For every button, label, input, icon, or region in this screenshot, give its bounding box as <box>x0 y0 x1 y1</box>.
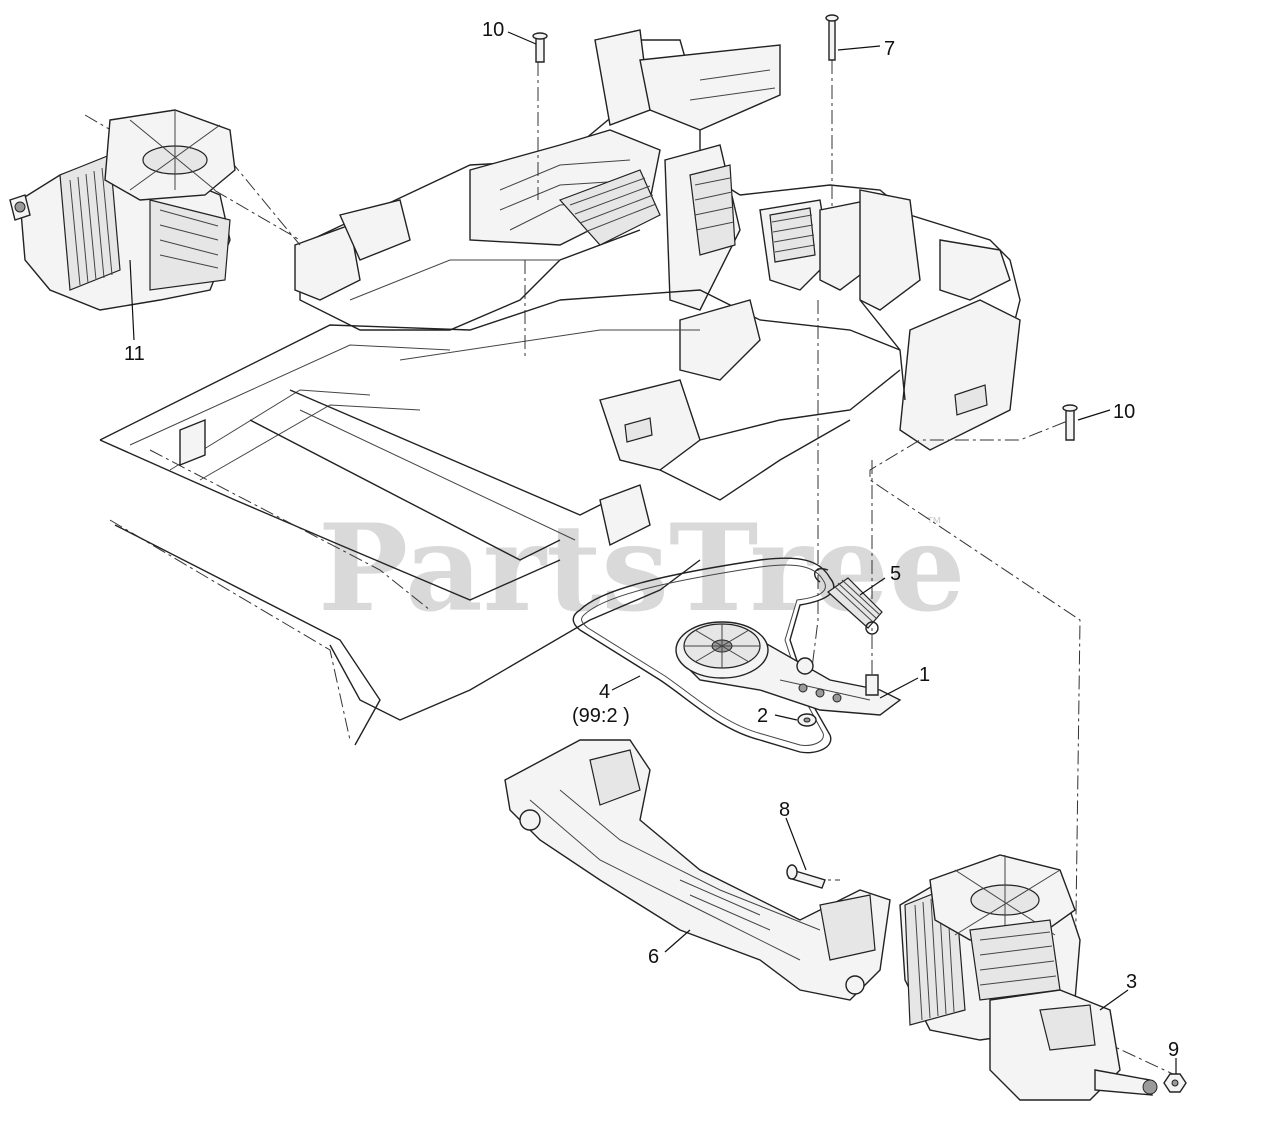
callout-4-ratio: (99:2 ) <box>572 705 630 727</box>
hex-nut <box>1163 1073 1187 1093</box>
bolt-right <box>1062 404 1078 441</box>
callout-8: 8 <box>779 799 790 821</box>
callout-10-right: 10 <box>1113 401 1135 423</box>
idler-pulley <box>675 621 769 679</box>
callout-11: 11 <box>124 343 145 365</box>
callout-1: 1 <box>919 664 930 686</box>
idler-arm <box>675 621 902 716</box>
callout-labels: 10 7 11 10 5 1 4 (99:2 ) 2 8 6 3 9 <box>124 19 1179 1061</box>
pivot-bolt <box>786 864 826 889</box>
main-frame <box>99 29 1021 746</box>
axle-frame <box>504 739 891 1001</box>
callout-leaders <box>129 31 1177 1074</box>
fan-right <box>929 854 1076 941</box>
callout-3: 3 <box>1126 971 1137 993</box>
callout-4: 4 <box>599 681 610 703</box>
drive-belt <box>572 557 835 754</box>
callout-7: 7 <box>884 38 895 60</box>
transmission-right <box>899 854 1158 1101</box>
callout-5: 5 <box>890 563 901 585</box>
bolt-upper <box>532 32 548 63</box>
washer <box>797 713 817 727</box>
idler-spring <box>814 568 883 635</box>
bolt-long <box>825 14 839 61</box>
callout-9: 9 <box>1168 1039 1179 1061</box>
callout-6: 6 <box>648 946 659 968</box>
grate-left <box>558 169 661 246</box>
callout-2: 2 <box>757 705 768 727</box>
fan-left <box>104 109 236 201</box>
watermark-trademark: ™ <box>926 515 942 532</box>
transmission-left <box>9 109 236 311</box>
callout-10-upper: 10 <box>482 19 504 41</box>
assembly-centerlines <box>84 60 1176 1076</box>
